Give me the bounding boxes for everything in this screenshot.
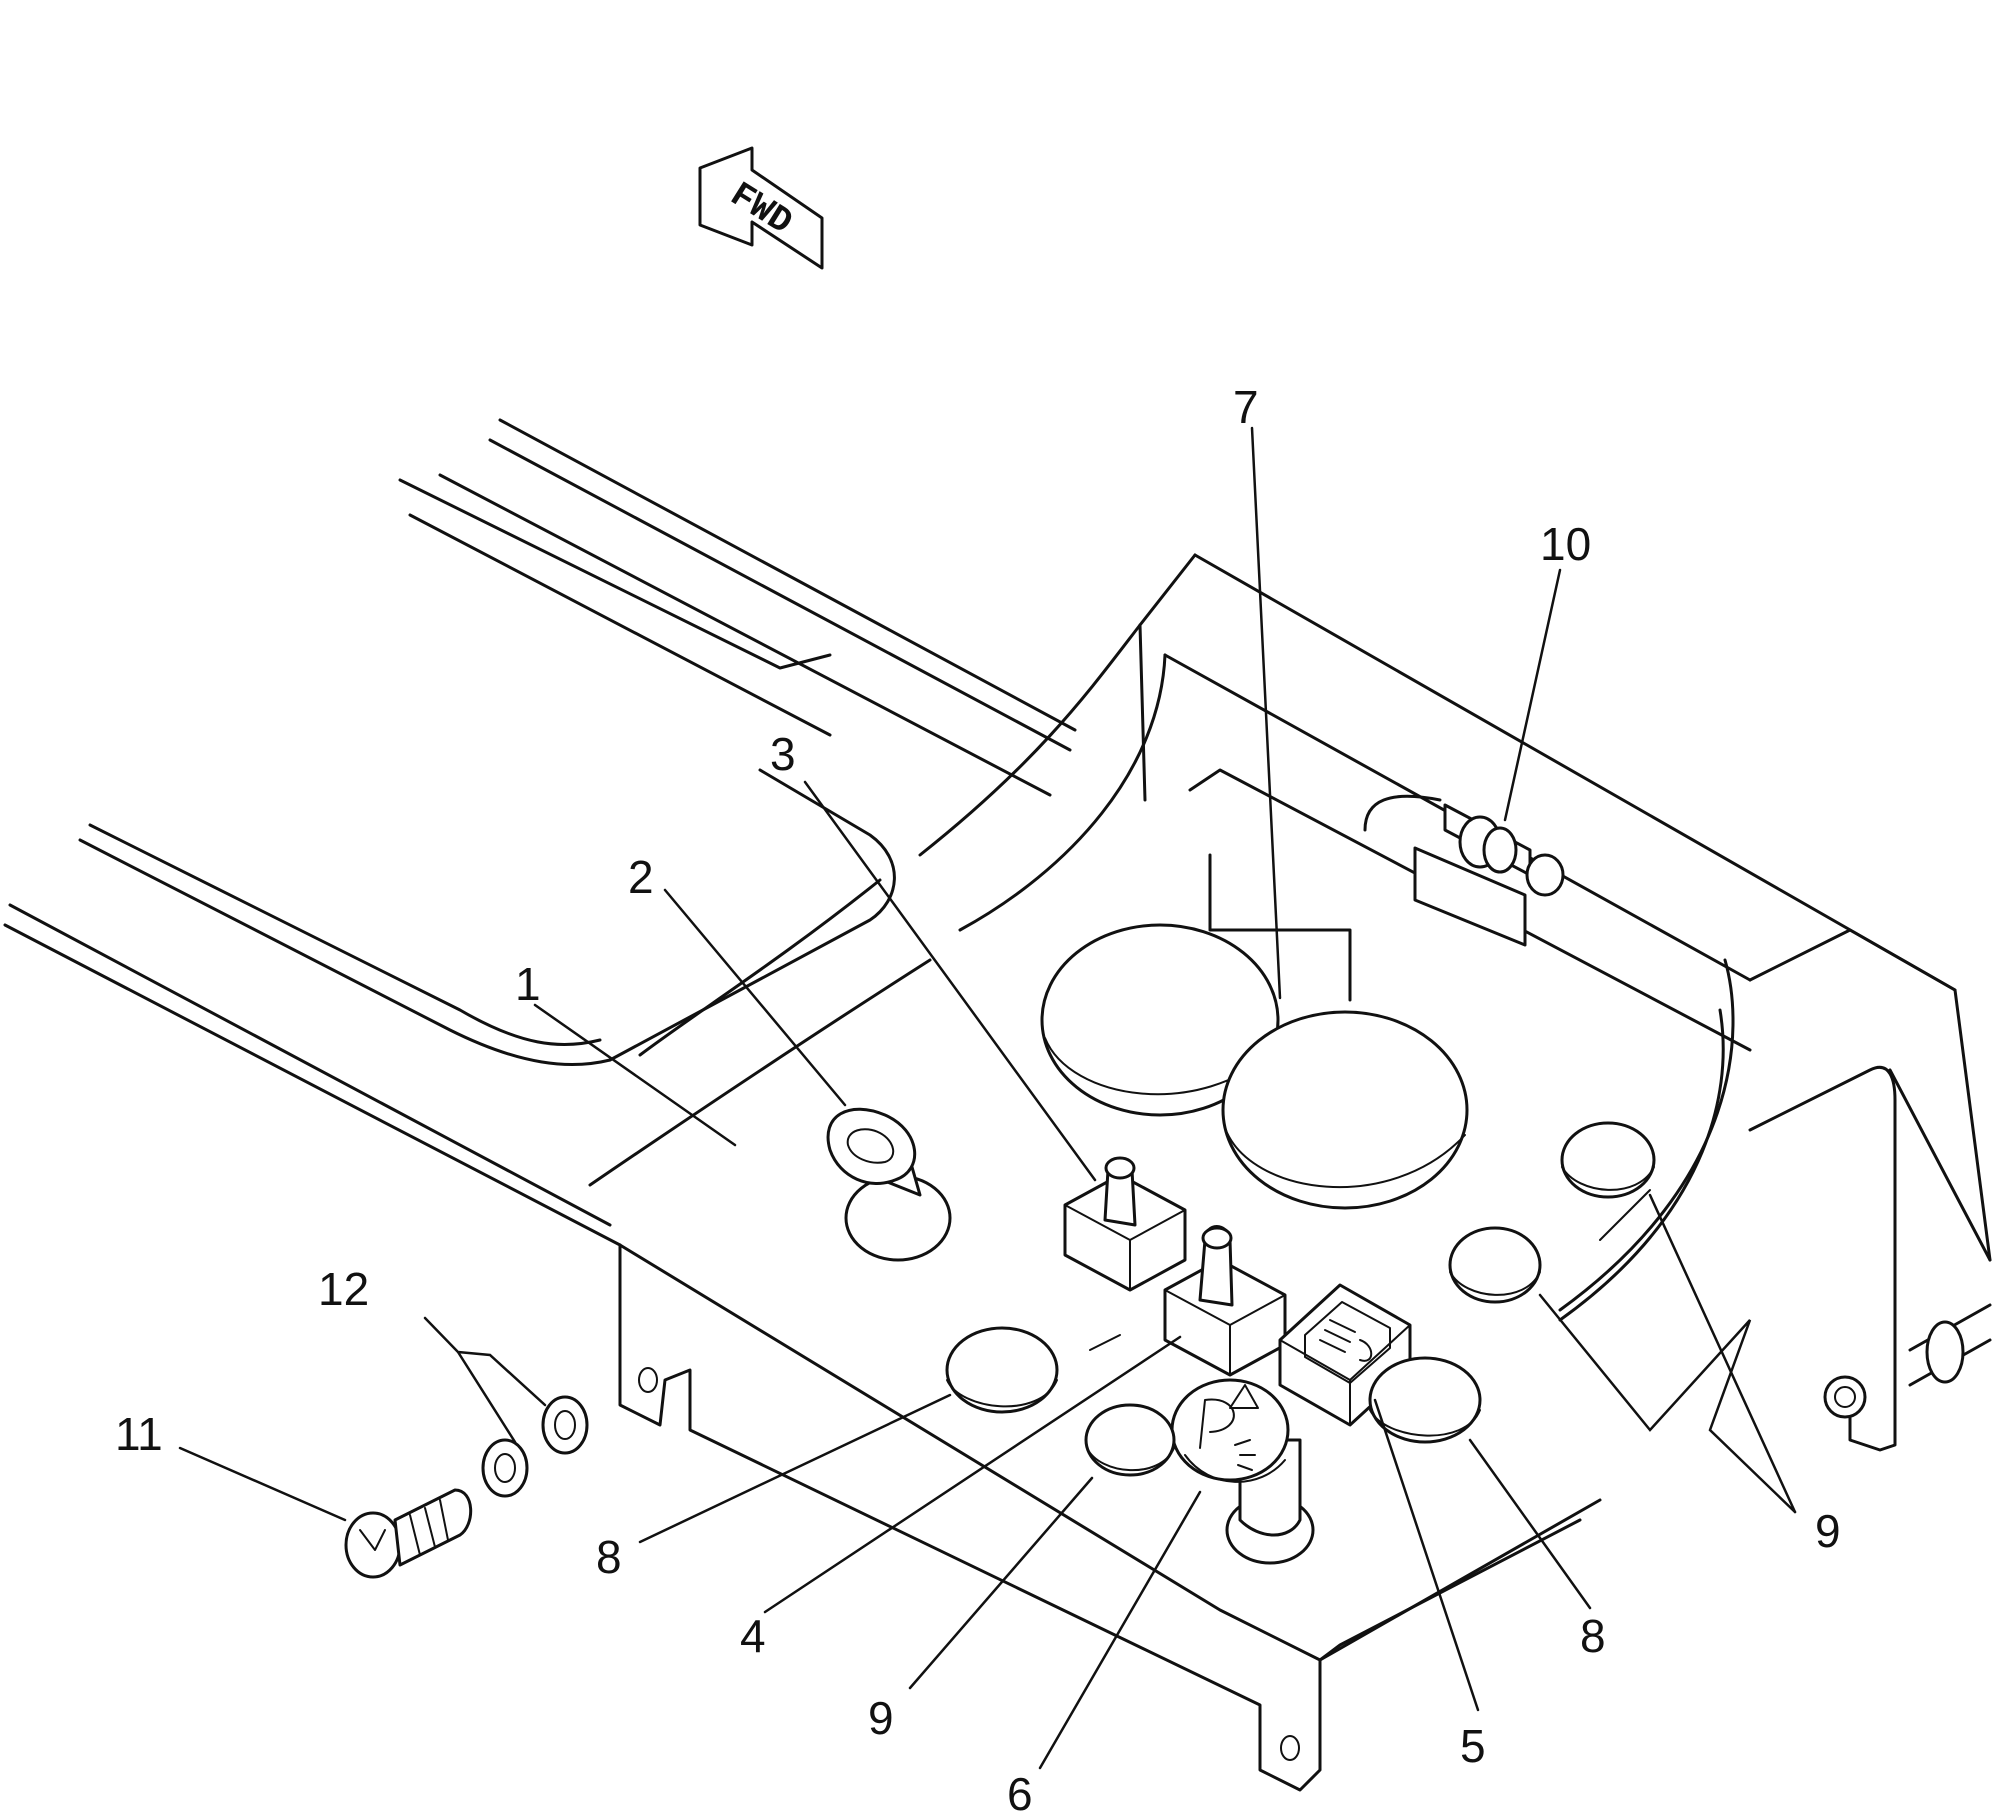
washer-1	[481, 1438, 529, 1498]
plug-9-right	[1560, 1121, 1656, 1199]
bolt-thread	[393, 1488, 473, 1567]
plug-8-left	[945, 1326, 1059, 1414]
connector-lamp	[1363, 794, 1565, 947]
callout-10: 10	[1540, 518, 1591, 570]
callout-3: 3	[770, 728, 796, 780]
push-pull-switch	[1170, 1378, 1315, 1565]
leader-lines	[178, 426, 1797, 1770]
callout-5: 5	[1460, 1720, 1486, 1772]
gauge-cluster	[1040, 853, 1469, 1210]
callout-9-left: 9	[868, 1692, 894, 1744]
callout-12: 12	[318, 1263, 369, 1315]
plug-8-right	[1368, 1356, 1482, 1444]
callout-11: 11	[115, 1408, 163, 1460]
bolt-head	[344, 1511, 402, 1579]
callout-9-right: 9	[1815, 1505, 1841, 1557]
callout-6: 6	[1007, 1768, 1033, 1816]
callout-4: 4	[740, 1610, 766, 1662]
callout-8-left: 8	[596, 1531, 622, 1583]
gauge-right	[1221, 1010, 1469, 1210]
toggle-switch-3	[1063, 1156, 1187, 1292]
plug-9-left	[1084, 1403, 1176, 1477]
key-switch	[826, 1107, 952, 1262]
console-housing	[3, 418, 1992, 1351]
callout-2: 2	[628, 851, 654, 903]
callout-8-right: 8	[1580, 1610, 1606, 1662]
bolt-and-washers	[344, 1395, 589, 1579]
callout-7: 7	[1233, 381, 1259, 433]
callout-labels: 1 2 3 4 5 6 7 8 8 9 9 10 11 12	[115, 381, 1841, 1816]
toggle-switch-4	[1163, 1225, 1287, 1377]
washer-2	[541, 1395, 589, 1455]
blank-plugs	[945, 1121, 1656, 1477]
callout-1: 1	[515, 958, 541, 1010]
plug-9-center	[1448, 1226, 1542, 1304]
gauge-left	[1040, 923, 1280, 1117]
front-panel-plate	[618, 1066, 1992, 1792]
fwd-direction-arrow: FWD	[698, 146, 824, 270]
